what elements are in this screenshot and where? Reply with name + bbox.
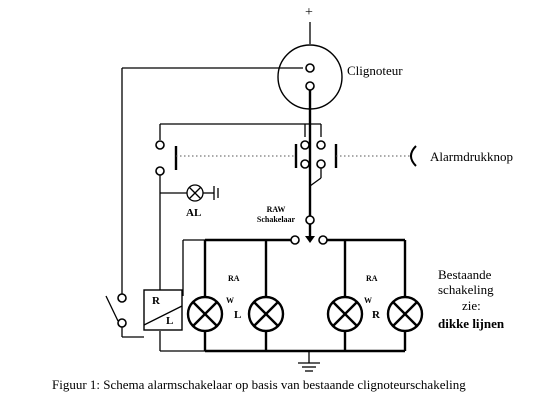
button-contact-left-top — [155, 140, 165, 150]
switch-code-label: RAW — [267, 205, 286, 214]
left-group-code-ra: RA — [228, 274, 240, 283]
button-contact-mid-4 — [316, 159, 326, 169]
note-line-2: schakeling — [438, 282, 494, 297]
lamp-right-2 — [386, 295, 424, 333]
relay-r-label: R — [152, 295, 161, 307]
flasher-terminal-bottom — [305, 81, 315, 91]
lamp-right-1 — [326, 295, 364, 333]
push-button-cap — [410, 145, 417, 167]
switch-name-label: Schakelaar — [257, 215, 296, 224]
switch-lever-arrow — [305, 236, 315, 243]
switch-contact-right — [318, 235, 328, 245]
alarm-button-label: Alarmdrukknop — [430, 149, 513, 164]
note-line-3: zie: — [462, 298, 481, 313]
relay-contact-top — [117, 293, 127, 303]
relay-l-label: L — [166, 315, 173, 327]
relay-contact-bottom — [117, 318, 127, 328]
switch-contact-left — [290, 235, 300, 245]
indicator-label: AL — [186, 207, 201, 219]
right-group-code-w: W — [364, 296, 372, 305]
supply-plus-label: + — [305, 5, 313, 20]
indicator-cross-b — [189, 187, 201, 199]
left-side-label: L — [234, 309, 241, 321]
left-group-code-w: W — [226, 296, 234, 305]
note-line-1: Bestaande — [438, 267, 492, 282]
flasher-terminal-top — [305, 63, 315, 73]
note-line-4: dikke lijnen — [438, 316, 505, 331]
lamp-left-2 — [247, 295, 285, 333]
relay-diagonal — [143, 305, 183, 326]
right-side-label: R — [372, 309, 381, 321]
button-contact-mid-3 — [316, 140, 326, 150]
relay-block — [143, 289, 183, 331]
lamp-left-1 — [186, 295, 224, 333]
button-out-wire-b — [309, 177, 322, 187]
relay-switch-arm — [105, 295, 119, 322]
figure-caption: Figuur 1: Schema alarmschakelaar op basi… — [52, 377, 466, 392]
switch-pivot — [305, 215, 315, 225]
right-group-code-ra: RA — [366, 274, 378, 283]
flasher-label: Clignoteur — [347, 63, 403, 78]
button-contact-left-bottom — [155, 166, 165, 176]
button-contact-mid-1 — [300, 140, 310, 150]
button-contact-mid-2 — [300, 159, 310, 169]
